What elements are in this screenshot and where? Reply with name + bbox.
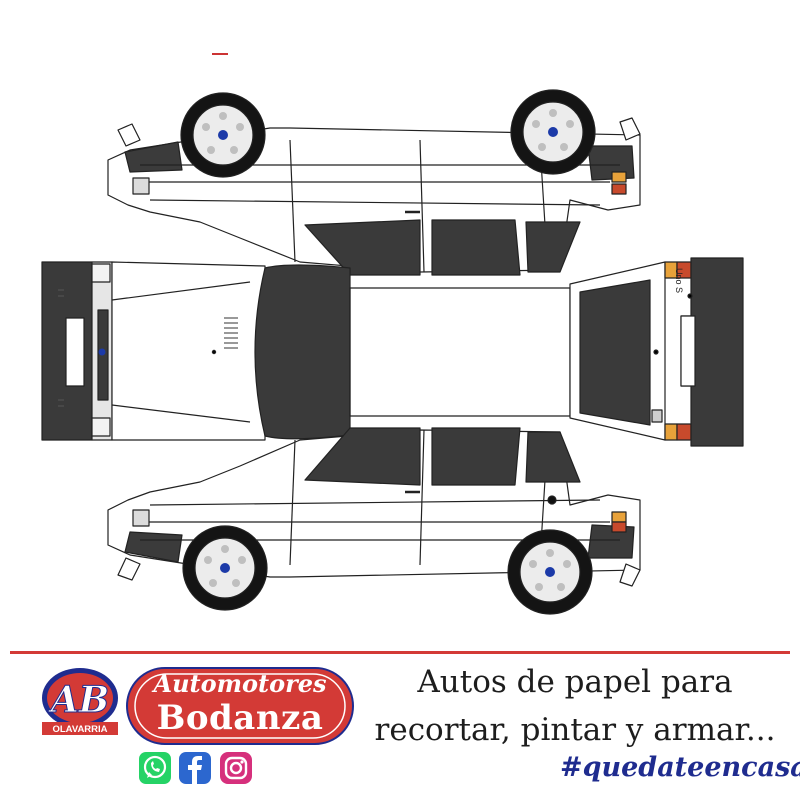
brand-pill (126, 667, 354, 745)
wheel-top-right (510, 89, 596, 175)
instagram-icon[interactable] (219, 751, 253, 785)
logo-letters: AB (48, 679, 109, 721)
hashtag: #quedateencasa (560, 752, 800, 783)
top-side-panel (107, 117, 641, 276)
brand-name-automotores: Automotores (153, 669, 327, 698)
roof-panel (349, 287, 571, 417)
wheel-bottom-right (507, 529, 593, 615)
footer-divider (10, 651, 790, 654)
tailgate-panel (569, 257, 744, 447)
ab-olavarria-logo: AB OLAVARRIA (42, 668, 118, 735)
paper-car-cutout: Uno S (41, 53, 744, 615)
tagline-line-2: recortar, pintar y armar... (374, 712, 776, 748)
model-badge: Uno S (674, 268, 684, 293)
hood-panel (97, 261, 266, 441)
windshield (254, 264, 351, 440)
facebook-icon[interactable] (178, 751, 212, 785)
logo-city: OLAVARRIA (52, 724, 107, 735)
tagline-line-1: Autos de papel para (417, 664, 733, 700)
whatsapp-icon[interactable] (138, 751, 172, 785)
wheel-top-left (180, 92, 266, 178)
brand-name-bodanza: Bodanza (156, 698, 324, 738)
wheel-bottom-left (182, 525, 268, 611)
